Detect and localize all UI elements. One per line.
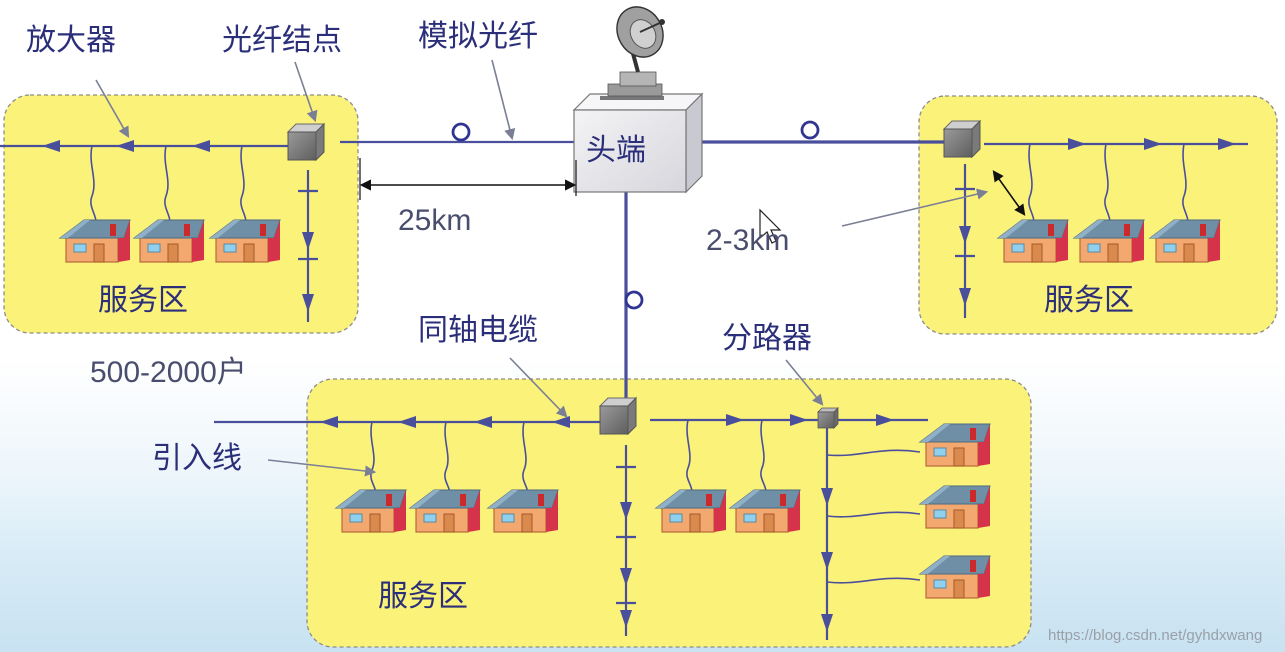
label-service-area-left: 服务区 <box>98 283 188 318</box>
bottom-arrows <box>320 414 894 632</box>
distance-25km-arrow <box>359 158 577 200</box>
left-arrows <box>42 140 314 312</box>
splitter-icon <box>817 407 839 429</box>
fiber-loop-icons <box>451 120 820 310</box>
label-splitter: 分路器 <box>722 321 812 356</box>
label-amplifier: 放大器 <box>26 23 116 58</box>
fiber-loop-icon <box>624 290 644 310</box>
fiber-loop-icon <box>451 122 471 142</box>
label-households: 500-2000户 <box>90 356 247 389</box>
label-pointers <box>95 59 989 477</box>
fiber-node-bottom <box>599 397 637 435</box>
right-arrows <box>959 138 1236 306</box>
label-distance-fiber: 25km <box>398 204 471 237</box>
mouse-cursor-icon <box>759 208 782 244</box>
label-fiber-node: 光纤结点 <box>222 23 342 58</box>
headend-label: 头端 <box>586 133 646 168</box>
headend-box <box>572 92 704 194</box>
label-distance-service: 2-3km <box>706 224 789 257</box>
label-analog-fiber: 模拟光纤 <box>418 19 538 54</box>
label-service-area-right: 服务区 <box>1044 283 1134 318</box>
fiber-node-left <box>287 123 325 161</box>
service-area-right <box>918 95 1278 335</box>
left-drop-cables <box>90 145 247 223</box>
watermark: https://blog.csdn.net/gyhdxwang <box>1048 627 1262 644</box>
label-drop-cable: 引入线 <box>152 441 242 476</box>
label-coax-cable: 同轴电缆 <box>418 313 538 348</box>
distance-2-3km-arrow <box>992 170 1026 216</box>
service-area-left <box>3 94 359 334</box>
fiber-node-right <box>943 120 981 158</box>
satellite-dish-icon <box>600 6 665 100</box>
right-drop-cables <box>1028 143 1189 223</box>
fiber-loop-icon <box>800 120 820 140</box>
label-service-area-bottom: 服务区 <box>378 579 468 614</box>
bottom-drop-cables <box>370 419 921 584</box>
